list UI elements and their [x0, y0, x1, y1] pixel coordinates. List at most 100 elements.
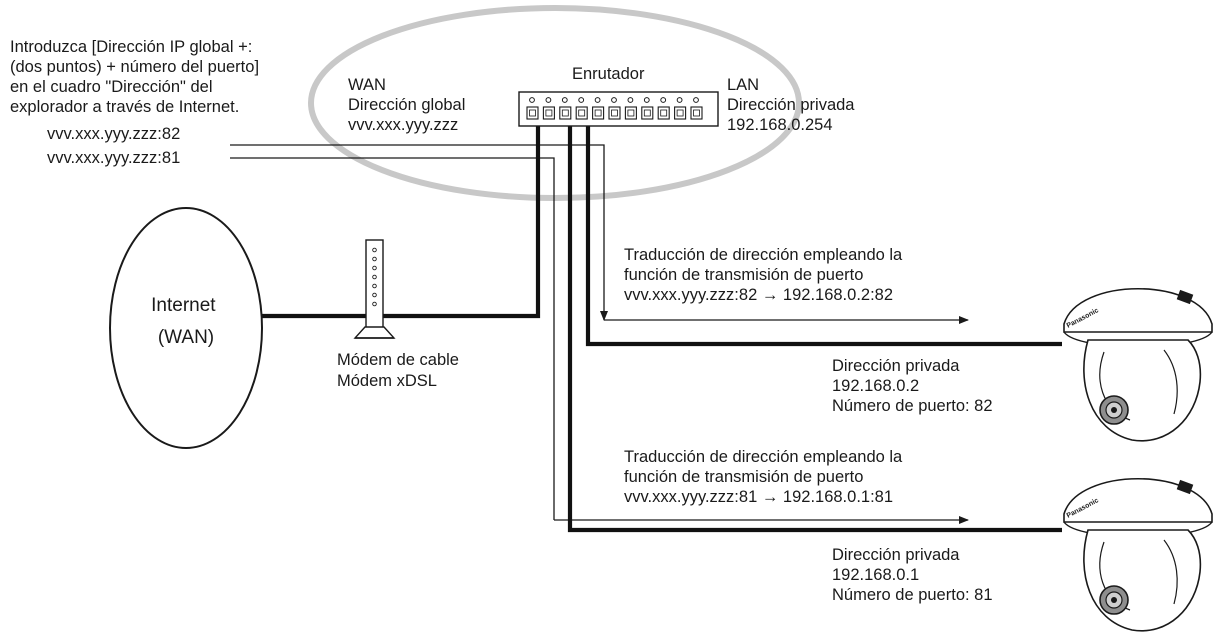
- router-port: [690, 106, 703, 120]
- modem-led: [372, 265, 377, 271]
- router-port: [526, 106, 539, 120]
- router-port: [592, 106, 605, 120]
- router-port: [624, 106, 637, 120]
- translation82-line1: Traducción de dirección empleando la: [624, 246, 903, 264]
- url-port82: vvv.xxx.yyy.zzz:82: [47, 125, 180, 143]
- modem-led: [372, 292, 377, 298]
- router-zone-ellipse: [308, 5, 802, 201]
- camera81-port: Número de puerto: 81: [832, 586, 993, 604]
- wan-address: vvv.xxx.yyy.zzz: [348, 116, 458, 134]
- route-line-port82: [230, 144, 608, 321]
- lan-label: Dirección privada: [727, 96, 855, 114]
- internet-ellipse: [109, 207, 263, 449]
- router-led: [578, 97, 585, 103]
- router-port: [542, 106, 555, 120]
- route-line-port81: [230, 157, 555, 520]
- camera81-label: Dirección privada 192.168.0.1 Número de …: [832, 546, 993, 604]
- camera82-label-line: Dirección privada: [832, 357, 960, 375]
- wan-title: WAN: [348, 76, 386, 94]
- translation82-line2: función de transmisión de puerto: [624, 266, 863, 284]
- instruction-line: Introduzca [Dirección IP global +:: [10, 38, 252, 56]
- modem-label-line2: Módem xDSL: [337, 372, 437, 390]
- router-port: [657, 106, 670, 120]
- router-port-socket: [660, 109, 668, 117]
- router-port-socket: [643, 109, 651, 117]
- translation81-text: Traducción de dirección empleando la fun…: [624, 448, 907, 506]
- url-port81: vvv.xxx.yyy.zzz:81: [47, 149, 180, 167]
- wan-label: Dirección global: [348, 96, 465, 114]
- router-led: [594, 97, 601, 103]
- modem-led: [372, 274, 377, 280]
- router-led: [643, 97, 650, 103]
- router-device: [518, 91, 719, 127]
- modem-led: [372, 256, 377, 262]
- cable-camera81: [567, 118, 1062, 533]
- router-led: [660, 97, 667, 103]
- camera-mount: [1063, 288, 1213, 333]
- router-port-socket: [693, 109, 700, 117]
- internet-line1: Internet: [151, 295, 216, 316]
- camera-lens-center: [1111, 407, 1117, 413]
- camera81-device: Panasonic: [1063, 478, 1213, 632]
- camera82-label: Dirección privada 192.168.0.2 Número de …: [832, 357, 993, 415]
- camera-badge: [1176, 479, 1194, 495]
- lan-address: 192.168.0.254: [727, 116, 833, 134]
- router-port-socket: [611, 109, 618, 117]
- camera-mount: [1063, 478, 1213, 523]
- camera81-label-line: Dirección privada: [832, 546, 960, 564]
- internet-label: Internet (WAN): [151, 295, 221, 348]
- router-port-socket: [578, 109, 586, 117]
- cable-wan: [262, 118, 541, 319]
- cable-camera82: [585, 118, 1062, 347]
- instruction-line: en el cuadro "Dirección" del: [10, 78, 213, 96]
- camera81-address: 192.168.0.1: [832, 566, 919, 584]
- router-led: [529, 97, 535, 103]
- translation82-text: Traducción de dirección empleando la fun…: [624, 246, 907, 304]
- modem-stand: [353, 326, 396, 339]
- router-led: [627, 97, 634, 103]
- camera-dome-detail: [1163, 539, 1178, 605]
- instruction-line: explorador a través de Internet.: [10, 98, 239, 116]
- router-port-socket: [676, 109, 684, 117]
- translation81-line3: vvv.xxx.yyy.zzz:81 → 192.168.0.1:81: [624, 488, 893, 506]
- modem-led: [372, 283, 377, 289]
- router-port: [674, 106, 687, 120]
- router-port: [559, 106, 572, 120]
- router-port-socket: [627, 109, 635, 117]
- instruction-line: (dos puntos) + número del puerto]: [10, 58, 259, 76]
- router-port: [575, 106, 588, 120]
- camera82-device: Panasonic: [1063, 288, 1213, 442]
- lan-title: LAN: [727, 76, 759, 94]
- translation81-line2: función de transmisión de puerto: [624, 468, 863, 486]
- camera-badge: [1176, 289, 1194, 305]
- camera82-address: 192.168.0.2: [832, 377, 919, 395]
- camera82-port: Número de puerto: 82: [832, 397, 993, 415]
- router-led: [693, 97, 699, 103]
- router-port-socket: [561, 109, 569, 117]
- camera-dome: [1083, 529, 1202, 632]
- instruction-text: Introduzca [Dirección IP global +: (dos …: [10, 38, 264, 116]
- router-label: Enrutador: [572, 65, 645, 83]
- modem-led: [372, 301, 377, 307]
- camera-lens-center: [1111, 597, 1117, 603]
- modem-leds: [372, 247, 377, 307]
- router-port: [608, 106, 621, 120]
- translation82-line3: vvv.xxx.yyy.zzz:82 → 192.168.0.2:82: [624, 286, 893, 304]
- router-port-socket: [529, 109, 536, 117]
- modem-led: [372, 247, 377, 253]
- modem-device: [353, 239, 396, 339]
- router-port: [641, 106, 654, 120]
- router-ports: [526, 97, 703, 120]
- modem-label-line1: Módem de cable: [337, 351, 459, 369]
- camera-dome: [1083, 339, 1202, 442]
- router-port-socket: [545, 109, 553, 117]
- router-led: [545, 97, 552, 103]
- router-led: [561, 97, 568, 103]
- translation81-line1: Traducción de dirección empleando la: [624, 448, 903, 466]
- router-port-socket: [594, 109, 602, 117]
- router-led: [611, 97, 617, 103]
- camera-dome-detail: [1163, 349, 1178, 415]
- internet-line2: (WAN): [158, 327, 214, 348]
- router-led: [676, 97, 683, 103]
